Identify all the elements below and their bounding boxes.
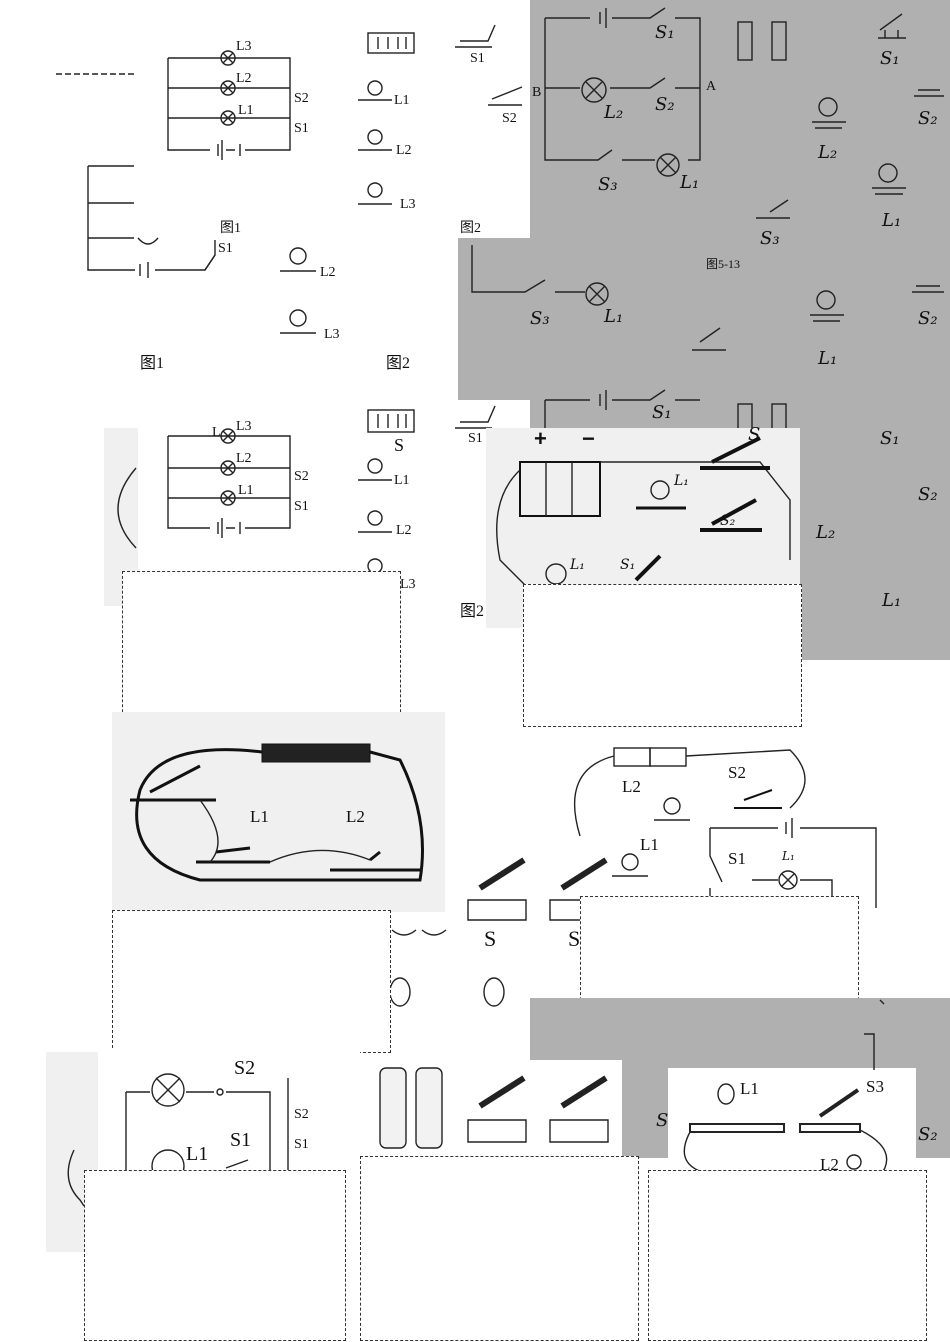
- label-l1-mid: L1: [238, 483, 254, 498]
- answer-box-1[interactable]: [122, 571, 401, 727]
- hw-s1-a: S₁: [655, 22, 675, 43]
- answer-box-2[interactable]: [523, 584, 802, 727]
- answer-box-5[interactable]: [84, 1170, 346, 1341]
- hw-s2-physical: S₂: [720, 513, 736, 529]
- hw-s3-c: S₃: [530, 308, 550, 329]
- hw-l2-mid-r: L₂: [816, 522, 836, 543]
- label-l-mid: L: [212, 425, 221, 440]
- label-s1-bottom-small: S1: [294, 1137, 309, 1152]
- fig-5-13-caption: 图5-13: [706, 257, 740, 271]
- label-l3-icon-mid: L3: [400, 577, 416, 592]
- label-minus: −: [582, 426, 595, 451]
- label-l1-icon-mid: L1: [394, 473, 410, 488]
- label-l2-icon: L2: [396, 143, 412, 158]
- label-l3-icon: L3: [400, 197, 416, 212]
- hw-l2-a: L₂: [604, 102, 624, 123]
- caption-fig1-b: 图1: [140, 355, 165, 372]
- label-s1-icon-mid: S1: [468, 431, 483, 446]
- hw-s2-c: S₂: [918, 308, 938, 329]
- label-s-mid: S: [394, 435, 405, 455]
- hw-l1-b: L₁: [882, 210, 902, 231]
- label-l1-fig1: L1: [238, 103, 254, 118]
- hw-l1-physical: L₁: [674, 473, 689, 489]
- hw-s2-a: S₂: [655, 94, 675, 115]
- label-s1-mid: S1: [294, 499, 309, 514]
- answer-box-6[interactable]: [360, 1156, 639, 1341]
- label-l1-photo2: L1: [250, 807, 269, 826]
- scan-fig-5-13: [530, 0, 950, 400]
- hw-l1-right: L₁: [782, 849, 795, 863]
- caption-fig1-a: 图1: [220, 221, 241, 236]
- label-A: A: [706, 79, 717, 94]
- circuit-fig-5-13: [471, 7, 787, 306]
- hw-s1-mid-r: S₁: [880, 428, 900, 449]
- label-s1-partial: S1: [218, 241, 233, 256]
- physical-circuit-1: [496, 436, 791, 591]
- label-l2-fig1: L2: [236, 71, 252, 86]
- hw-s2-mid-r: S₂: [918, 484, 938, 505]
- scan-bottom-mid: [98, 1048, 360, 1176]
- label-l2-mid: L2: [236, 451, 252, 466]
- label-s2-right: S2: [728, 763, 746, 782]
- label-s2-mid: S2: [294, 469, 309, 484]
- label-s2-fig1: S2: [294, 91, 309, 106]
- hw-l1-c: L₁: [604, 306, 624, 327]
- hw-l1-d: L₁: [818, 348, 838, 369]
- hw-s2-bottom: S₂: [918, 1124, 938, 1145]
- hw-l1-mid-r: L₁: [882, 590, 902, 611]
- hw-s1-mid: S₁: [652, 402, 672, 423]
- label-l1-bottom-right: L1: [740, 1079, 759, 1098]
- hw-s-physical: S: [748, 424, 761, 445]
- caption-fig2-mid: 图2: [460, 603, 485, 620]
- label-plus: +: [534, 426, 547, 451]
- label-s2-bottom: S2: [234, 1057, 256, 1079]
- hw-s3-a: S₃: [598, 174, 618, 195]
- label-l1-right: L1: [640, 835, 659, 854]
- label-l3-partial: L3: [324, 327, 340, 342]
- hw-l1-physical-b: L₁: [570, 557, 585, 573]
- label-s3-bottom-right: S3: [866, 1077, 884, 1096]
- label-l2-icon-mid: L2: [396, 523, 412, 538]
- label-l3-mid: L3: [236, 419, 252, 434]
- label-l1-bottom: L1: [186, 1143, 209, 1165]
- label-l1-icon: L1: [394, 93, 410, 108]
- label-s-switch-a: S: [484, 926, 497, 951]
- label-l2-photo2: L2: [346, 807, 365, 826]
- label-s2-bottom-small: S2: [294, 1107, 309, 1122]
- hw-l2-b: L₂: [818, 142, 838, 163]
- label-s1-bottom: S1: [230, 1129, 252, 1151]
- label-s2-icon: S2: [502, 111, 517, 126]
- label-s1-fig1: S1: [294, 121, 309, 136]
- label-l2-partial: L2: [320, 265, 336, 280]
- hw-s-bottom-gray: S: [656, 1110, 669, 1131]
- physical-circuit-2: [130, 743, 877, 1007]
- hw-s1-physical: S₁: [620, 557, 636, 573]
- label-s1-right: S1: [728, 849, 746, 868]
- circuit-fig-1-top: [56, 24, 523, 334]
- label-l3-fig1: L3: [236, 39, 252, 54]
- label-s-switch-b: S: [568, 926, 581, 951]
- hw-s3-b: S₃: [760, 228, 780, 249]
- answer-box-7[interactable]: [648, 1170, 927, 1341]
- label-l2-bottom-right: L2: [820, 1155, 839, 1174]
- hw-s2-b: S₂: [918, 108, 938, 129]
- hw-l1-a: L₁: [680, 172, 700, 193]
- label-B: B: [532, 85, 542, 100]
- answer-box-3[interactable]: [112, 910, 391, 1053]
- label-s1-icon: S1: [470, 51, 485, 66]
- label-l2-right: L2: [622, 777, 641, 796]
- hw-s1-b: S₁: [880, 48, 900, 69]
- circuit-fig-1-mid: [117, 389, 787, 574]
- caption-fig2-b: 图2: [386, 355, 411, 372]
- caption-fig2-a: 图2: [460, 221, 481, 236]
